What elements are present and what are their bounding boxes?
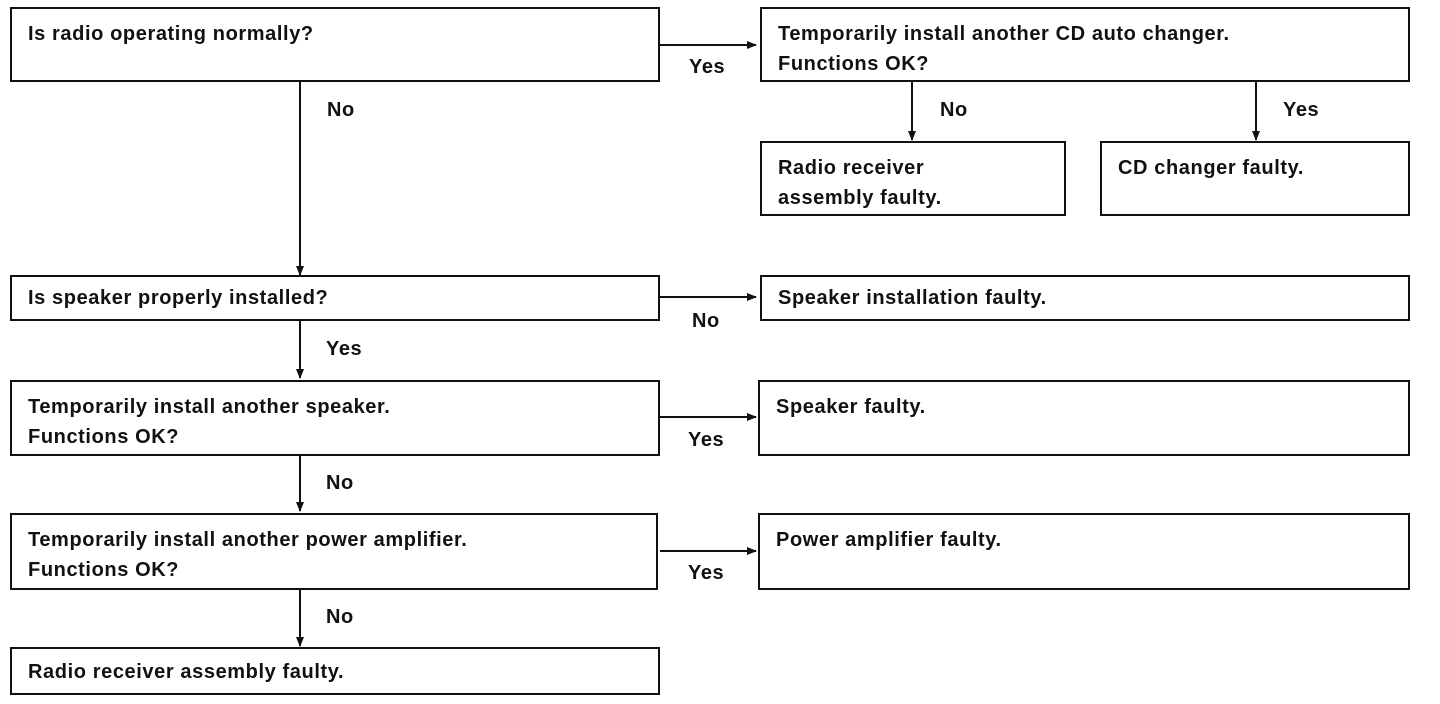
- question-radio-operating-line-1: Is radio operating normally?: [28, 23, 314, 45]
- question-speaker-installed: Is speaker properly installed?: [10, 275, 660, 321]
- question-speaker-swap-line-1: Temporarily install another speaker.: [28, 396, 391, 418]
- question-amp-swap-line-2: Functions OK?: [28, 559, 180, 581]
- question-cd-changer-swap: Temporarily install another CD auto chan…: [760, 7, 1410, 82]
- edge-label-speaker-swap-no: No: [326, 472, 354, 494]
- edge-label-cd-no: No: [940, 99, 968, 121]
- result-cd-changer-faulty: CD changer faulty.: [1100, 141, 1410, 216]
- result-amp-faulty-line-1: Power amplifier faulty.: [776, 529, 1002, 551]
- question-amp-swap-line-1: Temporarily install another power amplif…: [28, 529, 468, 551]
- result-speaker-installation-faulty: Speaker installation faulty.: [760, 275, 1410, 321]
- question-speaker-installed-line-1: Is speaker properly installed?: [28, 287, 329, 309]
- edge-label-amp-swap-no: No: [326, 606, 354, 628]
- result-radio-receiver-faulty-upper-line-1: Radio receiver: [778, 157, 925, 179]
- result-amp-faulty: Power amplifier faulty.: [758, 513, 1410, 590]
- edge-label-radio-no: No: [327, 99, 355, 121]
- question-radio-operating: Is radio operating normally?: [10, 7, 660, 82]
- edge-label-speaker-installed-no: No: [692, 310, 720, 332]
- edge-label-cd-yes: Yes: [1283, 99, 1320, 121]
- result-radio-receiver-faulty-upper: Radio receiver assembly faulty.: [760, 141, 1066, 216]
- edge-label-amp-swap-yes: Yes: [688, 562, 725, 584]
- edge-label-radio-yes: Yes: [689, 56, 726, 78]
- result-speaker-faulty: Speaker faulty.: [758, 380, 1410, 456]
- result-radio-receiver-faulty-lower: Radio receiver assembly faulty.: [10, 647, 660, 695]
- result-radio-receiver-faulty-lower-line-1: Radio receiver assembly faulty.: [28, 661, 345, 683]
- question-speaker-swap: Temporarily install another speaker. Fun…: [10, 380, 660, 456]
- edge-label-speaker-swap-yes: Yes: [688, 429, 725, 451]
- result-cd-changer-faulty-line-1: CD changer faulty.: [1118, 157, 1305, 179]
- question-amp-swap: Temporarily install another power amplif…: [10, 513, 658, 590]
- question-cd-changer-swap-line-2: Functions OK?: [778, 53, 930, 75]
- edge-label-speaker-installed-yes: Yes: [326, 338, 363, 360]
- result-speaker-installation-faulty-line-1: Speaker installation faulty.: [778, 287, 1047, 309]
- question-speaker-swap-line-2: Functions OK?: [28, 426, 180, 448]
- question-cd-changer-swap-line-1: Temporarily install another CD auto chan…: [778, 23, 1230, 45]
- result-radio-receiver-faulty-upper-line-2: assembly faulty.: [778, 187, 942, 209]
- result-speaker-faulty-line-1: Speaker faulty.: [776, 396, 926, 418]
